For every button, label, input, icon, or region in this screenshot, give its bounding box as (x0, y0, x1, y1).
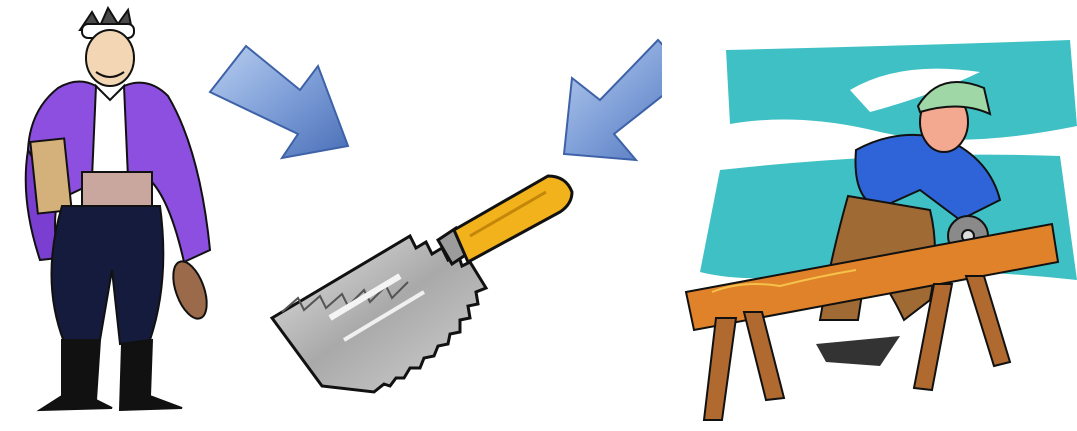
carpenter-with-circular-saw-figure (662, 40, 1077, 431)
arrow-down-right-icon (210, 46, 348, 158)
japanese-carpenter-figure (26, 8, 214, 410)
hand-saw-icon (272, 176, 572, 392)
